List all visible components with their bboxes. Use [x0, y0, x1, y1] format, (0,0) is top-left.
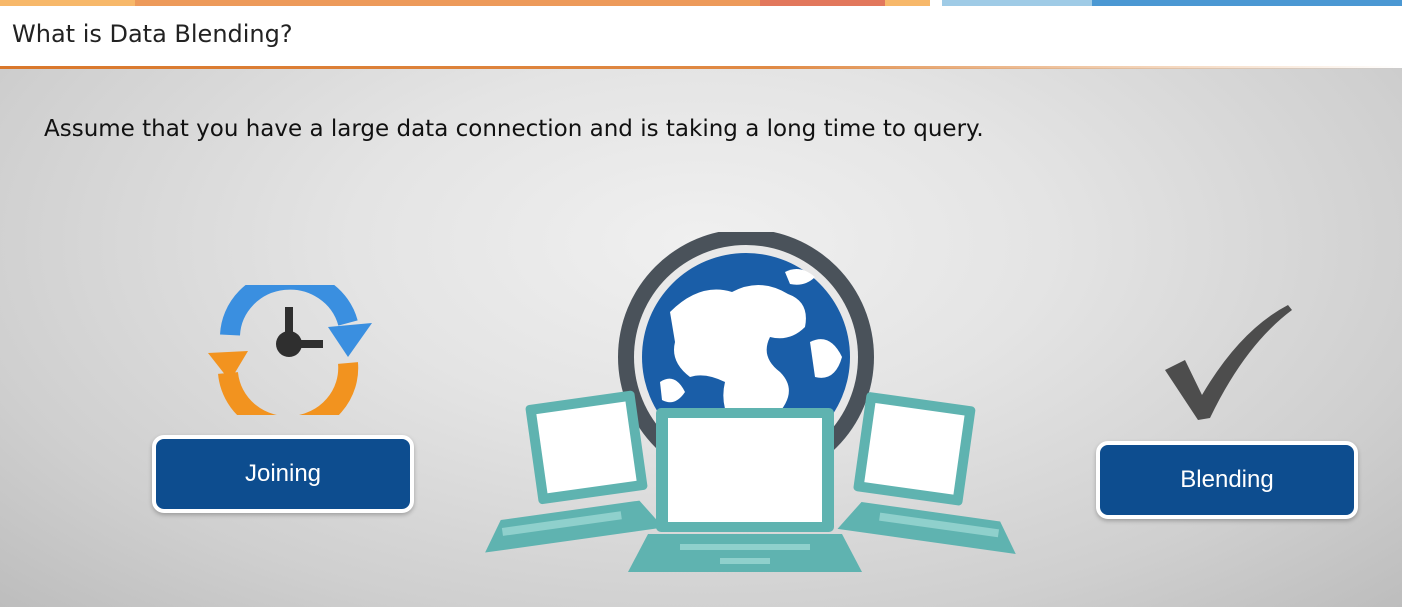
clock-refresh-icon: [208, 285, 372, 415]
checkmark-icon: [1165, 305, 1292, 420]
globe-network-icon: [485, 232, 1016, 572]
top-color-bar: [0, 0, 1402, 6]
blending-button[interactable]: Blending: [1096, 441, 1358, 519]
slide-header: What is Data Blending?: [0, 6, 1402, 68]
slide-title: What is Data Blending?: [12, 20, 293, 48]
slide-body-text: Assume that you have a large data connec…: [44, 116, 984, 142]
joining-button[interactable]: Joining: [152, 435, 414, 513]
header-divider: [0, 66, 1402, 69]
